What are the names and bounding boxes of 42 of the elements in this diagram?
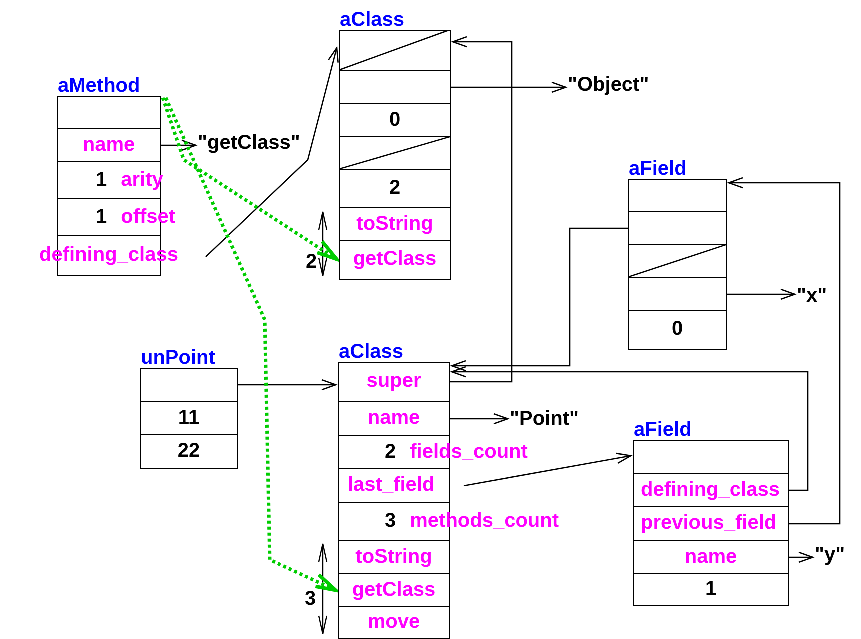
arrow <box>464 452 632 487</box>
arrow <box>164 97 338 592</box>
record-title: unPoint <box>141 347 216 369</box>
field-name: name <box>368 407 420 429</box>
arrow <box>450 36 513 383</box>
field-value: 3 <box>385 510 396 532</box>
field-name: toString <box>356 546 432 568</box>
arrow <box>727 288 796 300</box>
record-title: aField <box>634 419 692 441</box>
arrow <box>451 228 628 372</box>
record-title: aClass <box>339 341 404 363</box>
field-value: 0 <box>672 318 684 340</box>
arrow <box>789 552 814 564</box>
field-name: super <box>366 370 422 392</box>
arrow <box>728 177 841 525</box>
field-name: defining_class <box>641 478 780 500</box>
field-name: move <box>368 610 420 632</box>
field-value: 2 <box>385 440 396 462</box>
field-name: last_field <box>348 474 435 496</box>
arrow <box>161 140 197 152</box>
arrow <box>238 379 337 391</box>
field-name: name <box>82 134 136 156</box>
record-title: aField <box>629 158 687 180</box>
field-value: 22 <box>178 440 200 462</box>
arrow <box>450 413 509 425</box>
record-title: aMethod <box>58 75 140 97</box>
field-value: 11 <box>178 406 200 428</box>
arrow <box>206 47 339 258</box>
field-name: getClass <box>352 578 436 600</box>
field-value: 1 <box>96 168 108 190</box>
arrow <box>161 97 339 262</box>
field-value: 1 <box>96 206 108 228</box>
arrow <box>451 82 567 94</box>
field-name: getClass <box>353 248 437 270</box>
field-value: 1 <box>705 578 717 600</box>
field-name: toString <box>356 212 434 234</box>
field-value: 0 <box>389 108 401 130</box>
field-name: name <box>684 546 738 568</box>
record-title: aClass <box>340 9 404 31</box>
field-name: previous_field <box>641 512 777 534</box>
arrow <box>451 366 809 492</box>
field-value: 2 <box>389 177 401 199</box>
